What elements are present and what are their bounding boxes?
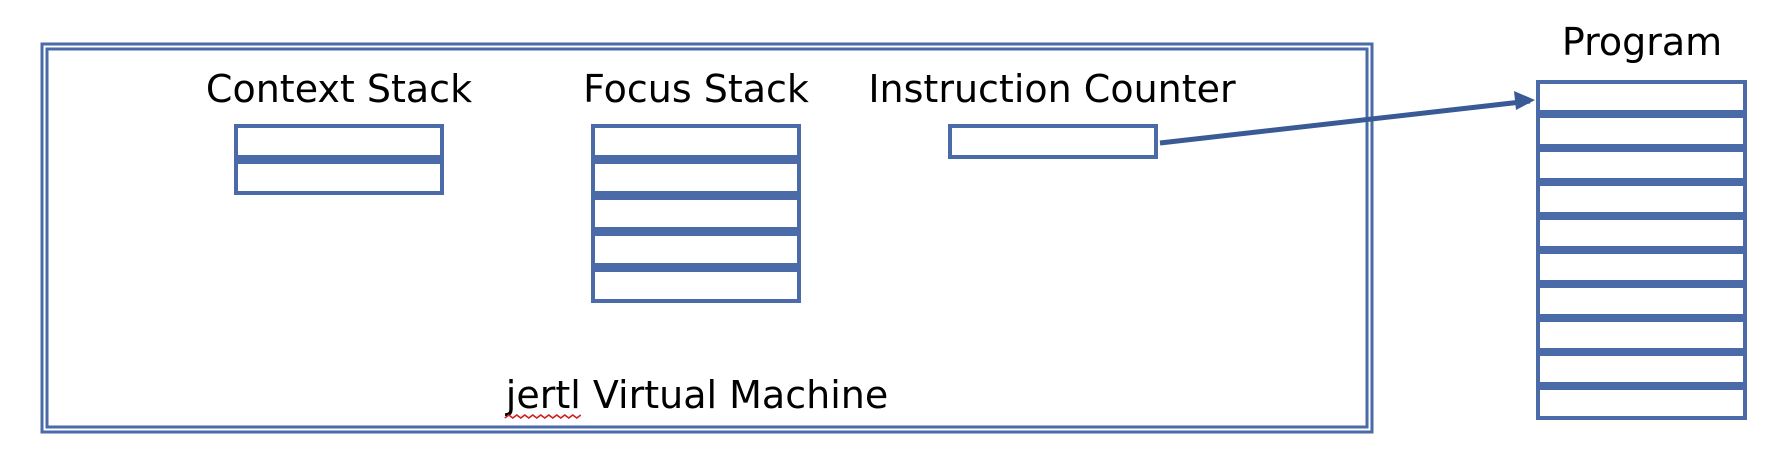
focus-stack-slot <box>593 162 799 193</box>
focus-stack <box>591 124 801 303</box>
focus-stack-slot <box>593 198 799 229</box>
program-slot <box>1538 286 1745 316</box>
focus-stack-slot <box>593 234 799 265</box>
program-stack <box>1536 80 1747 420</box>
context-stack-slot <box>236 126 442 157</box>
program-slot <box>1538 252 1745 282</box>
vm-name-word: jertl <box>505 373 581 417</box>
instruction-pointer-arrowhead <box>1514 91 1535 110</box>
program-slot <box>1538 354 1745 384</box>
virtual-machine-frame <box>40 42 1374 434</box>
context-stack-label: Context Stack <box>206 67 472 111</box>
instruction-counter <box>948 124 1158 159</box>
program-slot <box>1538 218 1745 248</box>
instruction-pointer-arrow <box>1159 98 1531 146</box>
instruction-counter-slot <box>950 126 1156 157</box>
spellcheck-underline <box>504 414 582 419</box>
program-slot <box>1538 150 1745 180</box>
virtual-machine-label: jertl Virtual Machine <box>505 373 888 417</box>
program-slot <box>1538 320 1745 350</box>
vm-title-suffix: Virtual Machine <box>581 373 888 417</box>
context-stack-slot <box>236 162 442 193</box>
program-slot <box>1538 184 1745 214</box>
focus-stack-slot <box>593 126 799 157</box>
program-slot <box>1538 82 1745 112</box>
focus-stack-label: Focus Stack <box>583 67 809 111</box>
instruction-counter-label: Instruction Counter <box>868 67 1236 111</box>
program-slot <box>1538 116 1745 146</box>
focus-stack-slot <box>593 270 799 301</box>
program-label: Program <box>1562 20 1722 64</box>
context-stack <box>234 124 444 195</box>
program-slot <box>1538 388 1745 418</box>
